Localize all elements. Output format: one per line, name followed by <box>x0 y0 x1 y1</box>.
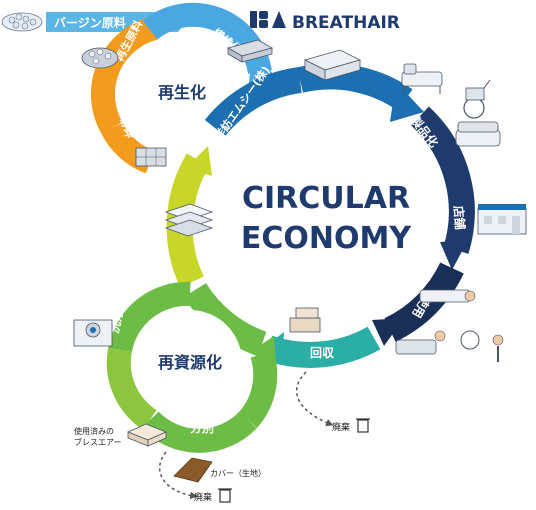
disposal-path-collect <box>295 371 334 427</box>
people-using-icon <box>395 289 504 362</box>
virgin-material-label: バージン原料 <box>54 15 126 30</box>
used-airfiber-block-icon <box>126 423 168 447</box>
fabric-cover-icon <box>173 457 213 483</box>
store-label: 店舗 <box>451 205 468 230</box>
crushed-blocks-icon <box>135 147 167 167</box>
crushed-material-icon <box>81 47 119 69</box>
regeneration-cycle: 再生化 再生原料 繊維化 粉砕 <box>90 2 278 174</box>
stacked-sheets-icon <box>164 203 214 237</box>
breathair-logo: BREATHAIR <box>250 11 400 33</box>
product-block-icon <box>303 49 362 81</box>
sofa-icon <box>455 121 501 147</box>
crush-label: 粉砕 <box>117 115 137 140</box>
trash-icon <box>356 418 370 433</box>
disposal-path-sort <box>159 451 198 500</box>
cover-label: カバー（生地） <box>210 468 266 478</box>
pellet-pile-icon <box>1 12 43 32</box>
disposal-label-sort: 廃棄 <box>194 491 212 503</box>
center-title-line1: CIRCULAR <box>242 181 410 216</box>
store-building-icon <box>477 204 527 235</box>
trash-icon <box>218 488 232 503</box>
center-title-line2: ECONOMY <box>241 221 412 256</box>
reresource-cycle-title: 再資源化 <box>158 353 222 372</box>
washing-machine-icon <box>73 319 113 347</box>
collect-label: 回収 <box>310 346 335 360</box>
wheelchair-icon <box>463 79 491 119</box>
used-airfiber-label-line1: 使用済みの <box>74 426 114 436</box>
sort-label: 分別 <box>190 420 214 435</box>
used-airfiber-label-line2: ブレスエアー <box>74 437 122 447</box>
main-cycle: 東洋紡エムシー(株) 製品化 店舗 使用 回収 パートナー企業 CIRCULAR… <box>166 63 475 368</box>
fiber-block-icon <box>226 39 274 63</box>
brand-name: BREATHAIR <box>292 13 400 33</box>
bed-icon <box>401 63 443 94</box>
regeneration-cycle-title: 再生化 <box>158 83 206 102</box>
disposal-label-collect: 廃棄 <box>332 421 350 433</box>
reresource-cycle: 再資源化 洗浄 分別 <box>106 281 278 453</box>
collected-bales-icon <box>289 307 321 333</box>
